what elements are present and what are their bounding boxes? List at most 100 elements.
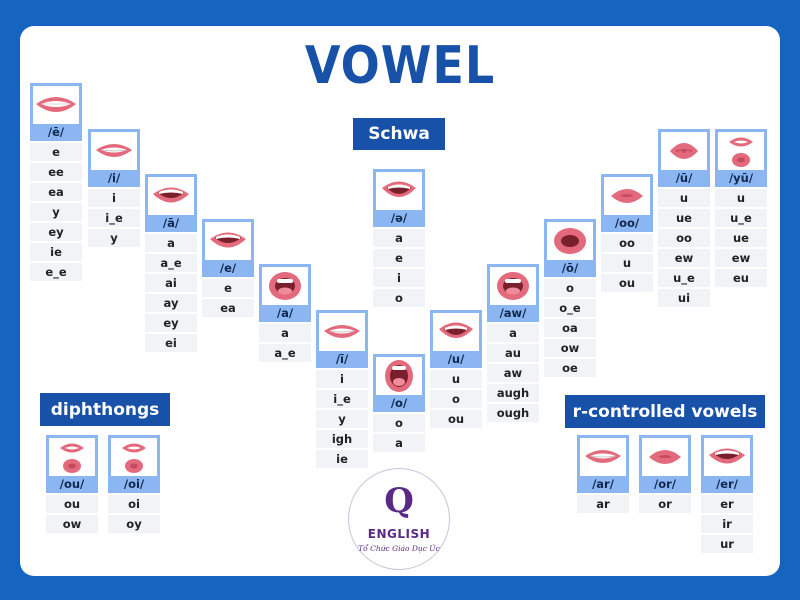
spelling-item: oa xyxy=(544,319,596,337)
spelling-item: ay xyxy=(145,294,197,312)
ipa-symbol: /i/ xyxy=(107,171,121,185)
spelling-item: ue xyxy=(658,209,710,227)
ipa-symbol: /aw/ xyxy=(499,306,527,320)
open-smile-mouth-icon xyxy=(704,438,750,476)
spelling-item: o xyxy=(544,279,596,297)
ipa-symbol: /e/ xyxy=(219,261,237,275)
vowel-column-ar: /ar/ar xyxy=(577,435,629,513)
spelling-item: a xyxy=(487,324,539,342)
open-tongue-mouth-icon xyxy=(490,267,536,305)
spelling-item: ur xyxy=(701,535,753,553)
round-mouth-icon xyxy=(642,438,688,476)
spelling-item: er xyxy=(701,495,753,513)
ipa-symbol: /ē/ xyxy=(47,125,65,139)
spelling-item: a xyxy=(145,234,197,252)
vowel-card: /oi/ xyxy=(108,435,160,493)
spelling-item: oi xyxy=(108,495,160,513)
spelling-item: ui xyxy=(658,289,710,307)
page-title: VOWEL xyxy=(304,34,496,96)
vowel-card: /ū/ xyxy=(658,129,710,187)
spelling-item: u xyxy=(658,189,710,207)
ipa-symbol: /oo/ xyxy=(614,216,640,230)
spelling-item: a_e xyxy=(145,254,197,272)
vowel-card: /or/ xyxy=(639,435,691,493)
spelling-item: ei xyxy=(145,334,197,352)
spelling-item: ou xyxy=(46,495,98,513)
logo-mark: Q xyxy=(384,481,414,521)
spelling-item: ai xyxy=(145,274,197,292)
vowel-card: /ē/ xyxy=(30,83,82,141)
spelling-item: ou xyxy=(601,274,653,292)
spelling-item: ow xyxy=(544,339,596,357)
spelling-item: i xyxy=(88,189,140,207)
open-smile-mouth-icon xyxy=(148,177,194,215)
smile-mouth-icon xyxy=(580,438,626,476)
spelling-item: oo xyxy=(658,229,710,247)
round-open-mouth-icon xyxy=(547,222,593,260)
r-controlled-vowels-label: r-controlled vowels xyxy=(565,395,765,428)
spelling-item: ew xyxy=(658,249,710,267)
ipa-symbol: /or/ xyxy=(654,477,676,491)
spelling-item: ou xyxy=(430,410,482,428)
spelling-item: aw xyxy=(487,364,539,382)
vowel-column-oi: /oi/oi oy xyxy=(108,435,160,533)
spelling-item: oy xyxy=(108,515,160,533)
vowel-card: /ə/ xyxy=(373,169,425,227)
ipa-symbol: /ū/ xyxy=(675,171,693,185)
ipa-symbol: /u/ xyxy=(447,352,465,366)
spelling-item: ir xyxy=(701,515,753,533)
vowel-card: /oo/ xyxy=(601,174,653,232)
spelling-item: u xyxy=(430,370,482,388)
spelling-item: ey xyxy=(145,314,197,332)
spelling-item: o xyxy=(430,390,482,408)
ipa-symbol: /a/ xyxy=(276,306,294,320)
wide-smile-mouth-icon xyxy=(33,86,79,124)
ipa-symbol: /oi/ xyxy=(123,477,145,491)
two-mouths-icon xyxy=(718,132,764,170)
spelling-item: a xyxy=(373,229,425,247)
spelling-item: ea xyxy=(202,299,254,317)
spelling-item: e_e xyxy=(30,263,82,281)
spelling-item: e xyxy=(373,249,425,267)
spelling-item: i_e xyxy=(316,390,368,408)
spelling-item: or xyxy=(639,495,691,513)
spelling-item: o xyxy=(373,289,425,307)
ipa-symbol: /ar/ xyxy=(592,477,614,491)
ipa-symbol: /ə/ xyxy=(390,211,408,225)
smile-mouth-icon xyxy=(91,132,137,170)
vowel-card: /yū/ xyxy=(715,129,767,187)
ipa-symbol: /ou/ xyxy=(59,477,85,491)
two-mouths-icon xyxy=(49,438,95,476)
spelling-item: ee xyxy=(30,163,82,181)
pursed-lips-icon xyxy=(661,132,707,170)
wide-open-tongue-mouth-icon xyxy=(376,357,422,395)
schwa-label: Schwa xyxy=(353,118,445,150)
spelling-item: u xyxy=(601,254,653,272)
spelling-item: y xyxy=(30,203,82,221)
vowel-column-or: /or/or xyxy=(639,435,691,513)
vowel-card: /ar/ xyxy=(577,435,629,493)
logo: Q ENGLISH Tổ Chức Giáo Dục Úc xyxy=(348,468,450,570)
vowel-card: /e/ xyxy=(202,219,254,277)
spelling-item: ough xyxy=(487,404,539,422)
spelling-item: ea xyxy=(30,183,82,201)
spelling-item: u_e xyxy=(715,209,767,227)
ipa-symbol: /ō/ xyxy=(561,261,579,275)
ipa-symbol: /ī/ xyxy=(335,352,349,366)
spelling-item: oe xyxy=(544,359,596,377)
spelling-item: y xyxy=(88,229,140,247)
spelling-item: igh xyxy=(316,430,368,448)
spelling-item: ie xyxy=(30,243,82,261)
